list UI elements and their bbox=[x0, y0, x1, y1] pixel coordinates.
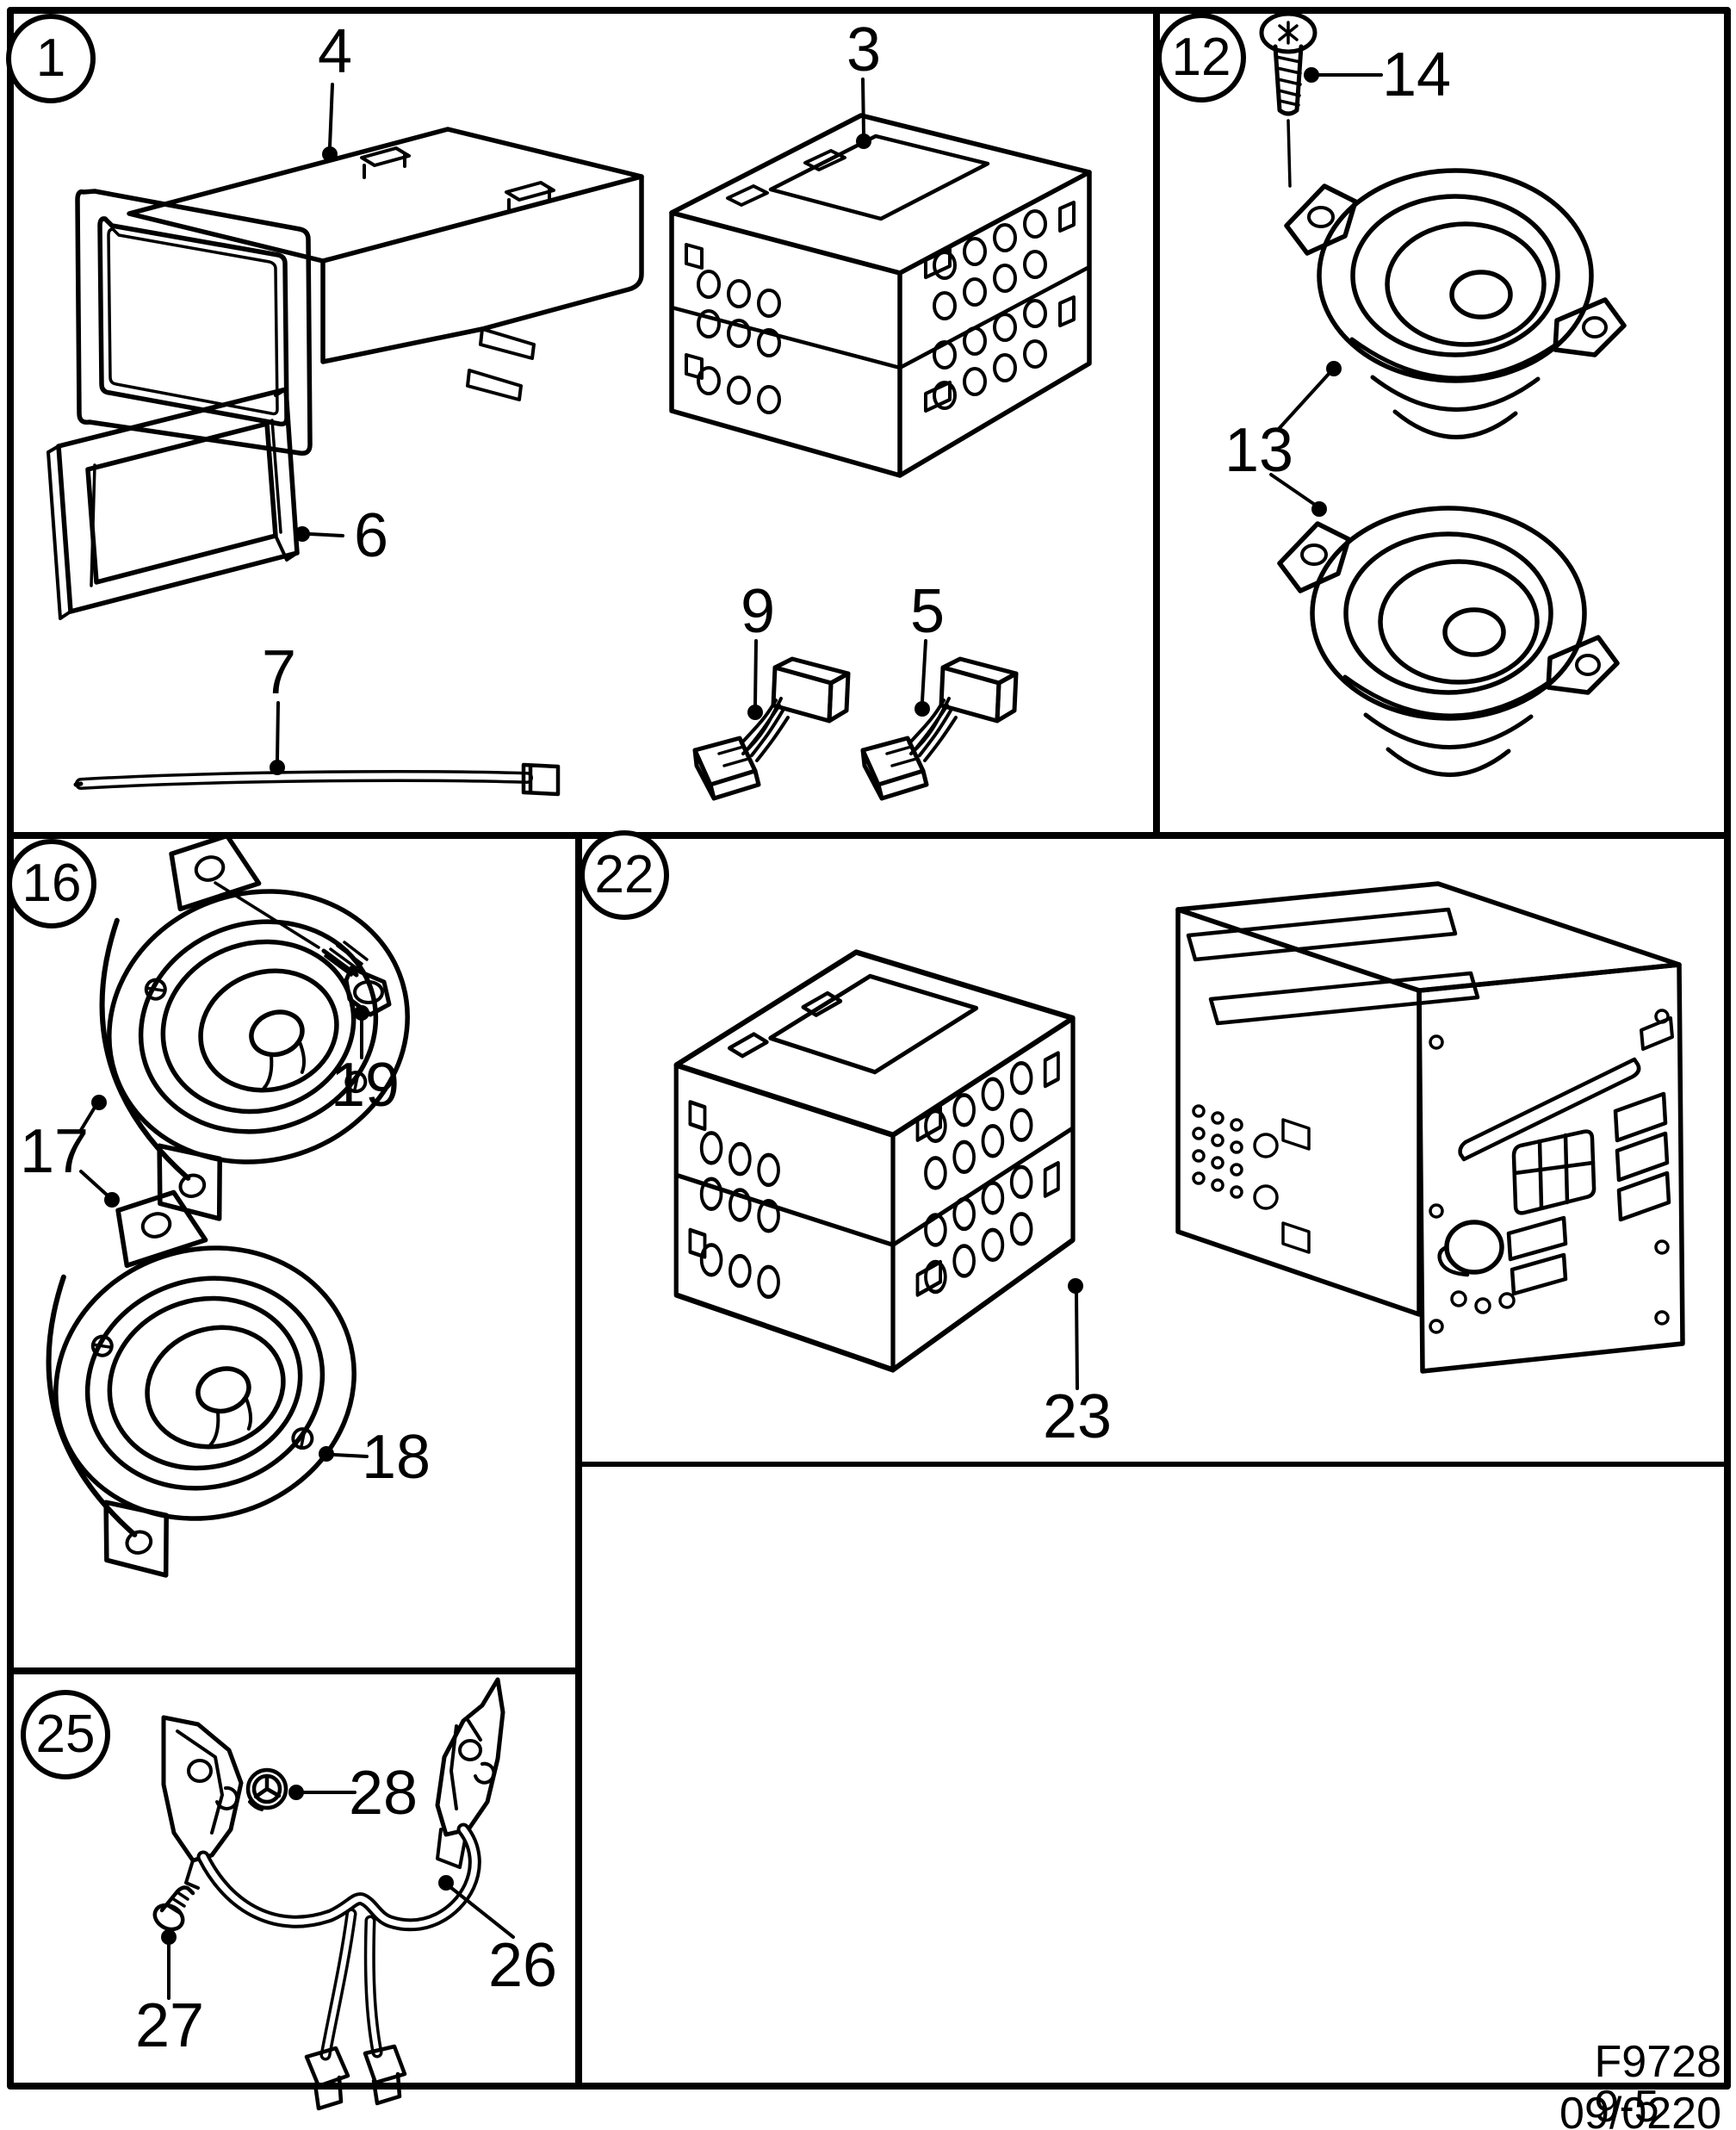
callout-19: 19 bbox=[330, 1051, 400, 1120]
door-speaker-upper-drawing bbox=[54, 798, 454, 1236]
figure-code: F9728 9-5 bbox=[1594, 2037, 1721, 2130]
panel-16-number: 16 bbox=[7, 839, 96, 928]
radio-unit-drawing bbox=[1175, 881, 1685, 1374]
callout-5: 5 bbox=[909, 577, 946, 646]
storage-tray-drawing bbox=[75, 127, 644, 456]
panel-12-number: 12 bbox=[1156, 13, 1246, 102]
callout-4: 4 bbox=[317, 17, 353, 86]
adapter-harness-9-drawing bbox=[695, 659, 848, 798]
adapter-harness-5-drawing bbox=[863, 659, 1016, 798]
door-speaker-lower-drawing bbox=[1, 1155, 400, 1593]
mounting-cage-23-drawing bbox=[676, 953, 1073, 1370]
speaker-screw-drawing bbox=[1259, 11, 1318, 188]
callout-6: 6 bbox=[353, 501, 389, 570]
harness-drawing bbox=[196, 1823, 481, 2111]
callout-9: 9 bbox=[740, 577, 776, 646]
callout-18: 18 bbox=[361, 1423, 431, 1492]
speaker-bolt-drawing bbox=[214, 881, 392, 1017]
small-screw-drawing bbox=[152, 1885, 195, 1932]
panel-25-number: 25 bbox=[21, 1690, 110, 1779]
left-bracket-drawing bbox=[161, 1715, 244, 1890]
retainer-clip-drawing bbox=[245, 1767, 288, 1811]
panel-borders bbox=[7, 7, 1731, 2090]
mounting-cage-drawing bbox=[672, 115, 1089, 475]
callout-17: 17 bbox=[19, 1117, 90, 1186]
callout-28: 28 bbox=[348, 1759, 418, 1828]
callout-3: 3 bbox=[846, 16, 882, 84]
panel-1-number: 1 bbox=[6, 14, 96, 103]
callout-23: 23 bbox=[1042, 1382, 1113, 1451]
callout-27: 27 bbox=[134, 1991, 205, 2060]
callout-7: 7 bbox=[261, 638, 297, 707]
callout-26: 26 bbox=[487, 1931, 558, 2000]
panel-22-number: 22 bbox=[580, 830, 669, 920]
callout-14: 14 bbox=[1381, 40, 1452, 109]
trim-frame-drawing bbox=[46, 387, 300, 620]
cable-tie-drawing bbox=[73, 762, 561, 797]
speaker-upper-drawing bbox=[1286, 171, 1624, 438]
outer-frame bbox=[7, 7, 1731, 2090]
leader-lines bbox=[79, 73, 1383, 2000]
revision-code: 09/0220 bbox=[1559, 2089, 1721, 2130]
speaker-lower-drawing bbox=[1280, 508, 1617, 775]
leader-dots bbox=[91, 67, 1342, 1945]
callout-13: 13 bbox=[1224, 416, 1294, 485]
